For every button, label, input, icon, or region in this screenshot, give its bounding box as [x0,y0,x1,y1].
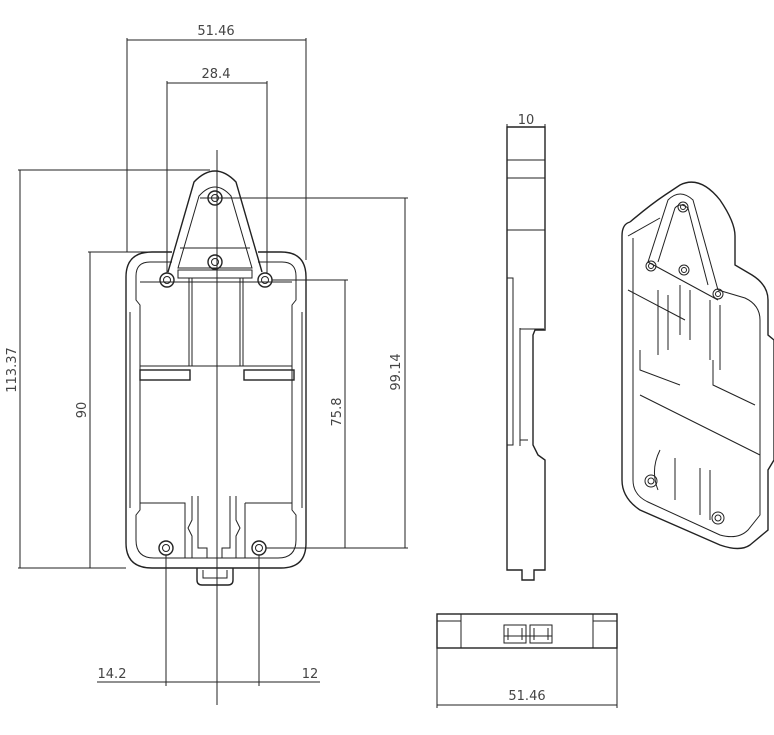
side-profile [506,126,546,581]
slot-left [139,369,191,381]
dim-top-to-bottom-hole: 99.14 [389,353,404,390]
bottom-view: 51.46 [436,613,618,708]
hanging-tab [167,170,263,273]
front-view: 51.46 28.4 113.37 90 75.8 99.14 14.2 12 [5,24,408,705]
iso-tab [647,193,719,291]
dim-hole-spacing-vertical: 75.8 [330,398,345,427]
bottom-latch [196,568,234,586]
dim-right-offset: 12 [302,667,319,682]
dim-body-height: 90 [75,402,90,419]
dim-left-offset: 14.2 [98,667,127,682]
dim-overall-height: 113.37 [5,347,20,393]
dim-bottom-width: 51.46 [508,689,545,704]
side-view: 10 [506,113,546,581]
dim-overall-width: 51.46 [197,24,234,39]
front-body-outline [125,251,307,569]
isometric-view [621,181,774,550]
dim-thickness: 10 [518,113,535,128]
front-body-inner [135,261,297,559]
slot-right [243,369,295,381]
dimension-lines [18,38,408,686]
iso-holes [644,201,725,525]
iso-outline [621,181,774,550]
dim-hole-spacing-top: 28.4 [202,67,231,82]
